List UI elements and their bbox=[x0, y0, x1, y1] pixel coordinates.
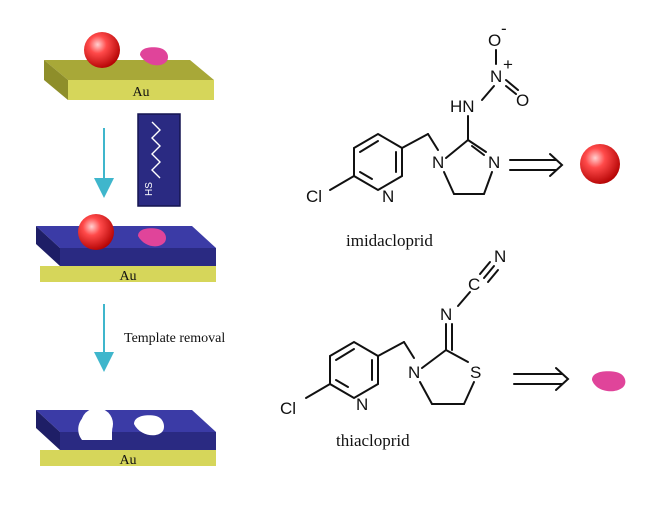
atom-n-nitro: N bbox=[490, 67, 502, 86]
alkanethiol-box: HS bbox=[137, 113, 181, 207]
atom-n-pyridine-2: N bbox=[356, 395, 368, 414]
au-front-face bbox=[68, 80, 214, 100]
nitro-plus: + bbox=[503, 55, 513, 74]
atom-c-nitrile: C bbox=[468, 275, 480, 294]
oxygen-minus: - bbox=[501, 19, 507, 38]
thiol-label: HS bbox=[144, 182, 155, 196]
au-label-3: Au bbox=[119, 453, 136, 468]
step1-au-electrode: Au bbox=[44, 32, 214, 100]
au-top-face bbox=[44, 60, 214, 80]
atom-cl-2: Cl bbox=[280, 399, 296, 418]
imidacloprid-template-sphere-2 bbox=[78, 214, 114, 250]
imidacloprid-sphere-symbol bbox=[580, 144, 620, 184]
drop-cavity bbox=[134, 415, 164, 436]
atom-cl-1: Cl bbox=[306, 187, 322, 206]
atom-n-nitrile: N bbox=[494, 247, 506, 266]
atom-hn: HN bbox=[450, 97, 475, 116]
atom-s: S bbox=[470, 363, 481, 382]
atom-o-2: O bbox=[516, 91, 529, 110]
imidacloprid-template-sphere bbox=[84, 32, 120, 68]
au-front-face-2 bbox=[40, 266, 216, 282]
atom-n1-ring: N bbox=[432, 153, 444, 172]
alkyl-chain bbox=[151, 121, 161, 179]
thiacloprid-template-drop bbox=[140, 47, 168, 66]
polymer-side-face-3 bbox=[36, 410, 60, 450]
implies-arrow-1 bbox=[509, 153, 564, 177]
atom-n2-ring: N bbox=[488, 153, 500, 172]
imidacloprid-structure: Cl N N N HN N + O - O imidacloprid bbox=[306, 19, 620, 250]
au-label-2: Au bbox=[119, 269, 136, 284]
atom-n-ring-2: N bbox=[408, 363, 420, 382]
imidacloprid-name: imidacloprid bbox=[346, 231, 433, 250]
thiacloprid-name: thiacloprid bbox=[336, 431, 410, 450]
sphere-cavity-top bbox=[81, 408, 113, 440]
au-side-face bbox=[44, 60, 68, 100]
au-label: Au bbox=[132, 85, 149, 100]
atom-n-pyridine-1: N bbox=[382, 187, 394, 206]
polymer-top-face-3 bbox=[36, 410, 216, 432]
polymer-side-face bbox=[36, 226, 60, 266]
atom-n-imine: N bbox=[440, 305, 452, 324]
pyridine-ring-1 bbox=[353, 132, 403, 192]
atom-o-1: O bbox=[488, 31, 501, 50]
template-removal-label: Template removal bbox=[124, 331, 225, 346]
implies-arrow-2 bbox=[513, 367, 570, 391]
step3-imprinted-electrode: Au bbox=[36, 408, 216, 468]
thiacloprid-drop-symbol bbox=[592, 371, 626, 392]
step2-polymer-electrode: Au bbox=[36, 214, 216, 284]
thiacloprid-structure: Cl N N S N C N thiacloprid bbox=[280, 247, 626, 450]
au-front-face-3 bbox=[40, 450, 216, 466]
pyridine-ring-2 bbox=[329, 340, 379, 400]
polymer-top-face bbox=[36, 226, 216, 248]
polymer-front-face bbox=[60, 248, 216, 266]
thiacloprid-template-drop-2 bbox=[138, 228, 166, 247]
